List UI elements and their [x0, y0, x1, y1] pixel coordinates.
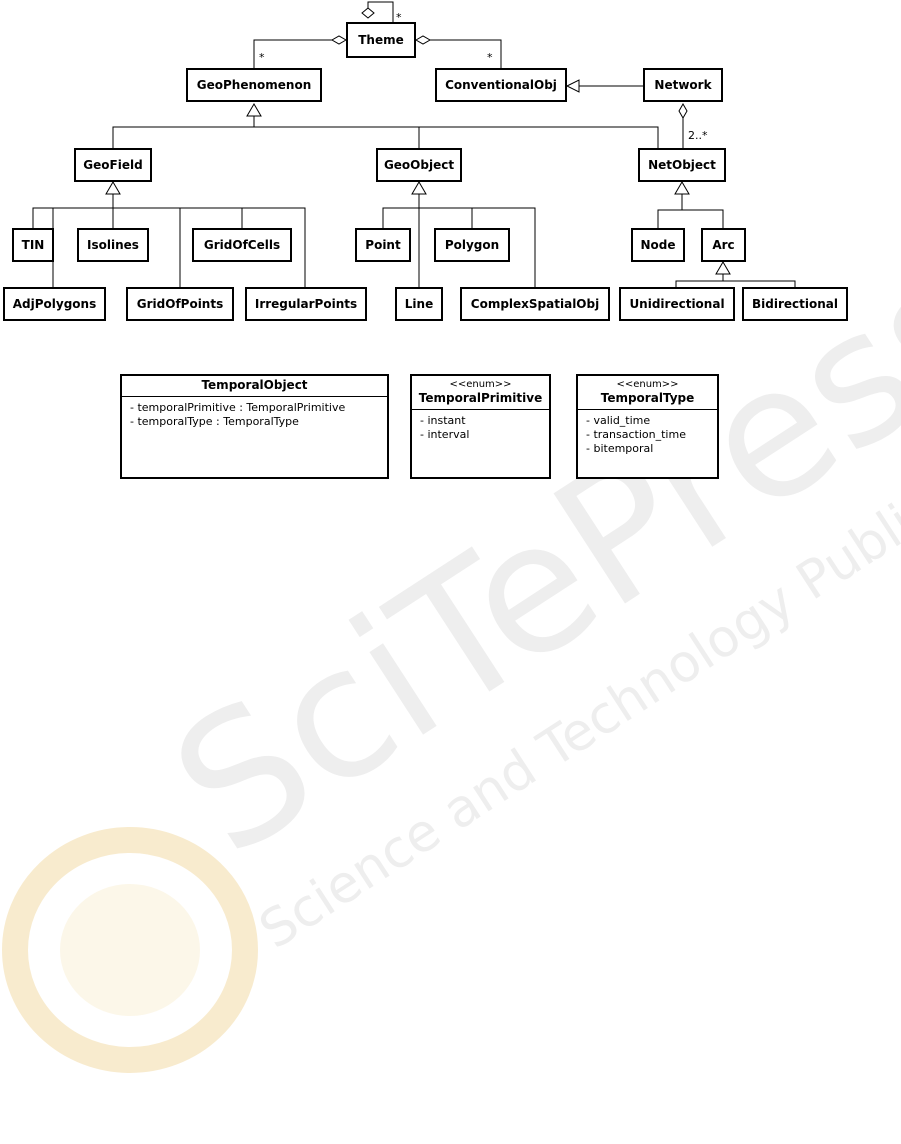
enum-value: - interval	[420, 428, 470, 441]
class-irregularpoints: IrregularPoints	[245, 287, 367, 321]
watermark-logo	[2, 827, 258, 1073]
generalization-triangle	[715, 261, 731, 275]
class-adjpolygons: AdjPolygons	[3, 287, 106, 321]
enum-header: <<enum>> TemporalPrimitive	[412, 376, 549, 410]
geoobject-generalization	[382, 194, 536, 287]
class-name: TemporalObject	[201, 378, 308, 392]
generalization-triangle	[105, 181, 121, 195]
enum-value-list: - valid_time - transaction_time - bitemp…	[578, 410, 717, 460]
generalization-triangle	[246, 103, 262, 117]
enum-value: - transaction_time	[586, 428, 686, 441]
theme-conventionalobj-association	[430, 39, 502, 68]
multiplicity-geophenomenon: *	[259, 51, 265, 64]
class-arc: Arc	[701, 228, 746, 262]
class-gridofpoints: GridOfPoints	[126, 287, 234, 321]
class-header: TemporalObject	[122, 376, 387, 397]
class-geophenomenon: GeoPhenomenon	[186, 68, 322, 102]
class-node: Node	[631, 228, 685, 262]
enum-header: <<enum>> TemporalType	[578, 376, 717, 410]
aggregation-diamond	[678, 102, 688, 120]
class-tin: TIN	[12, 228, 54, 262]
aggregation-diamond	[414, 35, 432, 45]
geophenomenon-generalization	[112, 116, 659, 148]
enum-name: TemporalPrimitive	[418, 391, 543, 405]
aggregation-diamond	[330, 35, 348, 45]
class-geoobject: GeoObject	[376, 148, 462, 182]
aggregation-diamond	[361, 7, 375, 19]
attribute: - temporalType : TemporalType	[130, 415, 299, 428]
enum-temporaltype: <<enum>> TemporalType - valid_time - tra…	[576, 374, 719, 479]
generalization-triangle	[565, 79, 580, 93]
multiplicity-netobject: 2..*	[688, 129, 708, 142]
attribute: - temporalPrimitive : TemporalPrimitive	[130, 401, 346, 414]
class-isolines: Isolines	[77, 228, 149, 262]
class-line: Line	[395, 287, 443, 321]
enum-value: - valid_time	[586, 414, 651, 427]
class-bidirectional: Bidirectional	[742, 287, 848, 321]
enum-value: - bitemporal	[586, 442, 654, 455]
enum-temporalprimitive: <<enum>> TemporalPrimitive - instant - i…	[410, 374, 551, 479]
enum-value: - instant	[420, 414, 466, 427]
enum-value-list: - instant - interval	[412, 410, 549, 446]
arc-generalization	[675, 274, 796, 287]
class-temporalobject: TemporalObject - temporalPrimitive : Tem…	[120, 374, 389, 479]
class-gridofcells: GridOfCells	[192, 228, 292, 262]
multiplicity-conventionalobj: *	[487, 51, 493, 64]
enum-stereotype: <<enum>>	[449, 379, 512, 390]
netobject-generalization	[657, 194, 724, 228]
enum-name: TemporalType	[600, 391, 695, 405]
theme-geophenomenon-association	[253, 39, 332, 68]
class-point: Point	[355, 228, 411, 262]
class-complexspatialobj: ComplexSpatialObj	[460, 287, 610, 321]
generalization-triangle	[411, 181, 427, 195]
class-unidirectional: Unidirectional	[619, 287, 735, 321]
multiplicity-theme-self: *	[396, 11, 402, 24]
class-geofield: GeoField	[74, 148, 152, 182]
attribute-list: - temporalPrimitive : TemporalPrimitive …	[122, 397, 387, 433]
class-conventionalobj: ConventionalObj	[435, 68, 567, 102]
class-polygon: Polygon	[434, 228, 510, 262]
class-theme: Theme	[346, 22, 416, 58]
class-netobject: NetObject	[638, 148, 726, 182]
generalization-triangle	[674, 181, 690, 195]
class-network: Network	[643, 68, 723, 102]
enum-stereotype: <<enum>>	[616, 379, 679, 390]
